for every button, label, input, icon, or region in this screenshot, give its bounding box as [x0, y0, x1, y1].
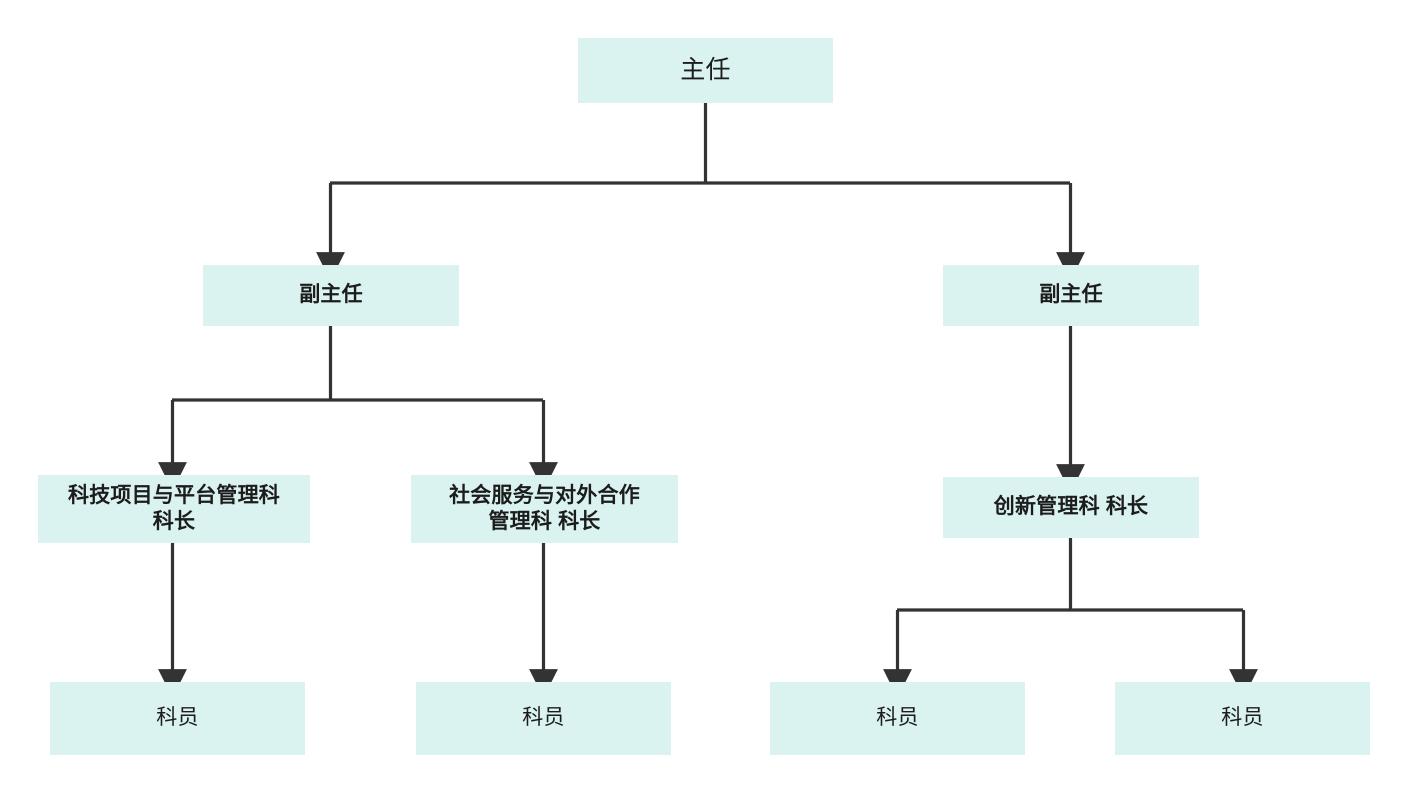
node-section-chief-tech-project-platform[interactable]: 科技项目与平台管理科 科长	[38, 475, 310, 543]
node-deputy-director-right[interactable]: 副主任	[943, 265, 1199, 326]
node-deputy-director-left[interactable]: 副主任	[203, 265, 459, 326]
node-staff-2[interactable]: 科员	[416, 682, 671, 755]
node-staff-1[interactable]: 科员	[50, 682, 305, 755]
node-section-chief-social-service-cooperation[interactable]: 社会服务与对外合作 管理科 科长	[411, 475, 678, 543]
node-section-chief-innovation-management[interactable]: 创新管理科 科长	[943, 477, 1199, 538]
node-director[interactable]: 主任	[578, 38, 833, 103]
node-staff-3[interactable]: 科员	[770, 682, 1025, 755]
node-staff-4[interactable]: 科员	[1115, 682, 1370, 755]
